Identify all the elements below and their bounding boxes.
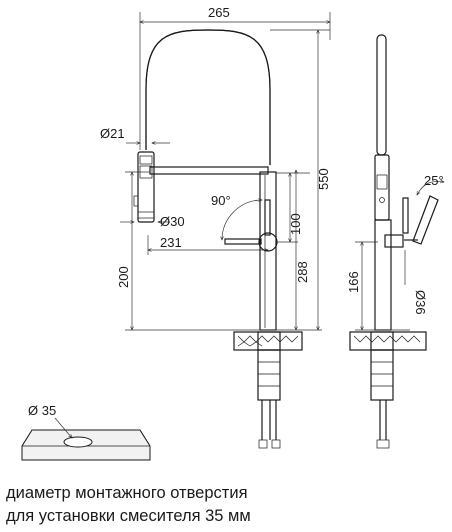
dim-side-height-label: 166 [346,271,361,293]
dim-side-angle-label: 25° [424,173,444,188]
counter-section [233,331,303,351]
side-handle-lever [412,195,439,245]
side-shank [370,349,394,401]
side-view: 25° 166 Ø36 [346,34,444,449]
dim-hose-dia-label: Ø21 [100,126,125,141]
side-body [374,219,392,331]
dim-spray-dia-label: Ø30 [160,214,185,229]
handle [264,199,271,236]
dim-width-label: 265 [208,5,230,20]
caption-line-1: диаметр монтажного отверстия [6,484,248,502]
mounting-hole [63,436,93,448]
side-hose [376,34,387,156]
handle-knob [258,232,278,252]
dim-reach-label: 231 [160,235,182,250]
dim-total-height-label: 550 [316,168,331,190]
dim-handle-height-label: 100 [288,213,303,235]
mount-shank [257,349,281,401]
dim-handle-angle-label: 90° [211,193,231,208]
mounting-hole-illustration: Ø 35 [21,403,151,461]
caption-line-2: для установки смесителя 35 мм [6,507,251,525]
dim-spout-height-label: 288 [295,261,310,283]
dim-body-dia-label: Ø36 [413,290,428,315]
handle-lever [224,238,262,245]
dim-body-height-label: 200 [116,266,131,288]
spray-head [137,151,155,223]
crossbar [149,166,269,175]
front-view: 265 Ø21 Ø30 231 90° [100,5,331,449]
spout-arch [145,29,271,165]
dim-hole-dia-label: Ø 35 [28,403,56,418]
